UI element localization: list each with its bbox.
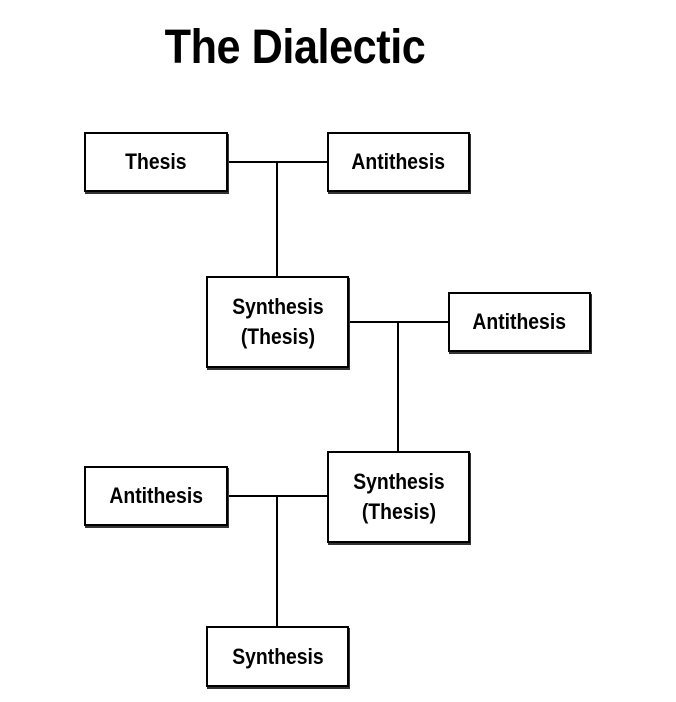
antithesis-label-3: Antithesis xyxy=(109,483,203,508)
synthesis-thesis-box-2: Synthesis (Thesis) xyxy=(327,451,470,543)
synthesis-final-label: Synthesis xyxy=(231,643,324,669)
thesis-paren-label-2: (Thesis) xyxy=(361,499,436,524)
thesis-box: Thesis xyxy=(84,132,228,192)
antithesis-box-3: Antithesis xyxy=(84,466,228,526)
synthesis-thesis-label-2: Synthesis (Thesis) xyxy=(353,467,444,527)
diagram-title: The Dialectic xyxy=(164,21,426,74)
antithesis-label-1: Antithesis xyxy=(351,149,446,174)
antithesis-box-1: Antithesis xyxy=(327,132,470,192)
synthesis-thesis-box-1: Synthesis (Thesis) xyxy=(206,276,349,368)
synthesis-label-2: Synthesis xyxy=(352,469,445,494)
antithesis-box-2: Antithesis xyxy=(448,292,591,352)
synthesis-label-1: Synthesis xyxy=(231,294,324,319)
thesis-label: Thesis xyxy=(125,149,187,174)
synthesis-thesis-label-1: Synthesis (Thesis) xyxy=(232,292,323,352)
thesis-paren-label-1: (Thesis) xyxy=(240,324,315,349)
synthesis-final-box: Synthesis xyxy=(206,626,349,687)
antithesis-label-2: Antithesis xyxy=(472,309,567,334)
